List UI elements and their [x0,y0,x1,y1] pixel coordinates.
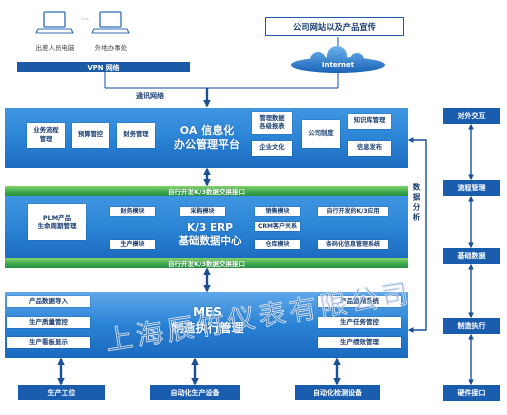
oa-title: OA 信息化 办公管理平台 [163,118,251,158]
erp-interface-bar-top: 自行开发K/3数据交换接口 [5,186,408,196]
device-label: 外地办事处 [94,44,128,52]
field-device-box: 自动化检测设备 [295,385,380,400]
oa-title-line: OA 信息化 [179,124,235,137]
field-device-box: 生产工位 [18,385,105,400]
erp-module: CRM客户关系 [255,222,300,231]
erp-block: 自行开发K/3数据交换接口 PLM产品 生命周期管理 财务模块 采购模块 销售模… [5,186,408,268]
erp-interface-bar-bottom: 自行开发K/3数据交换接口 [5,258,408,268]
oa-platform-block: 业务流程 管理 预算管控 财务管理 OA 信息化 办公管理平台 管理数据 各级报… [5,108,408,168]
device-ellipsis: ··· [80,15,90,25]
field-device-box: 自动化生产设备 [150,385,240,400]
layer-box: 硬件接口 [443,385,500,401]
data-analysis-bracket [407,137,427,333]
oa-title-line: 办公管理平台 [174,138,240,151]
oa-module: 知识库管理 [348,114,391,129]
oa-module: 管理数据 各级报表 [252,112,292,134]
erp-module: 采购模块 [180,207,225,216]
mes-module: 生产质量管控 [7,317,90,328]
erp-module: 财务模块 [110,207,155,216]
mes-title: MES 制造执行管理 [155,300,260,340]
erp-title-line: 基础数据中心 [178,235,242,247]
mes-module: 产品数据导入 [7,296,90,307]
data-analysis-label: 数据分析 [412,183,421,223]
erp-module: 生产模块 [110,240,155,249]
vpn-bar: VPN 网络 [17,62,190,72]
mes-module: 生产绩效管理 [318,337,401,348]
mes-title-line: MES [193,305,222,319]
device-label: 出差人员电脑 [35,44,75,52]
website-box: 公司网站以及产品宣传 [265,17,404,36]
network-label: 通讯网络 [136,92,164,100]
erp-module: 仓库模块 [255,240,300,249]
erp-module: 条码化信息管理系统 [318,240,388,249]
layer-box: 基础数据 [443,248,500,264]
mes-block: 产品数据导入 生产质量管控 生产看板显示 MES 制造执行管理 产品追溯系统 生… [5,292,408,358]
oa-module: 信息发布 [348,141,391,156]
plm-module: PLM产品 生命周期管理 [28,204,86,240]
layer-box: 对外交互 [443,108,500,124]
oa-module: 财务管理 [117,123,155,148]
mes-module: 产品追溯系统 [318,296,401,307]
erp-core: PLM产品 生命周期管理 财务模块 采购模块 销售模块 自行开发的K/3应用 C… [5,196,408,258]
erp-title: K/3 ERP 基础数据中心 [168,221,252,249]
internet-label: Internet [322,61,355,69]
layer-box: 制造执行 [443,318,500,334]
layer-box: 流程管理 [443,180,500,196]
mes-module: 生产看板显示 [7,337,90,348]
laptop-icon [35,11,74,34]
mes-module: 生产任务管控 [318,317,401,328]
internet-cloud-icon: Internet [291,46,385,73]
erp-module: 自行开发的K/3应用 [318,207,388,216]
mes-title-line: 制造执行管理 [171,321,244,335]
oa-module: 公司制度 [302,120,340,148]
laptop-icon [91,11,130,34]
oa-module: 企业文化 [252,141,292,156]
erp-title-line: K/3 ERP [187,222,233,234]
oa-module: 预算管控 [72,123,109,148]
oa-module: 业务流程 管理 [27,123,65,148]
erp-module: 销售模块 [255,207,300,216]
